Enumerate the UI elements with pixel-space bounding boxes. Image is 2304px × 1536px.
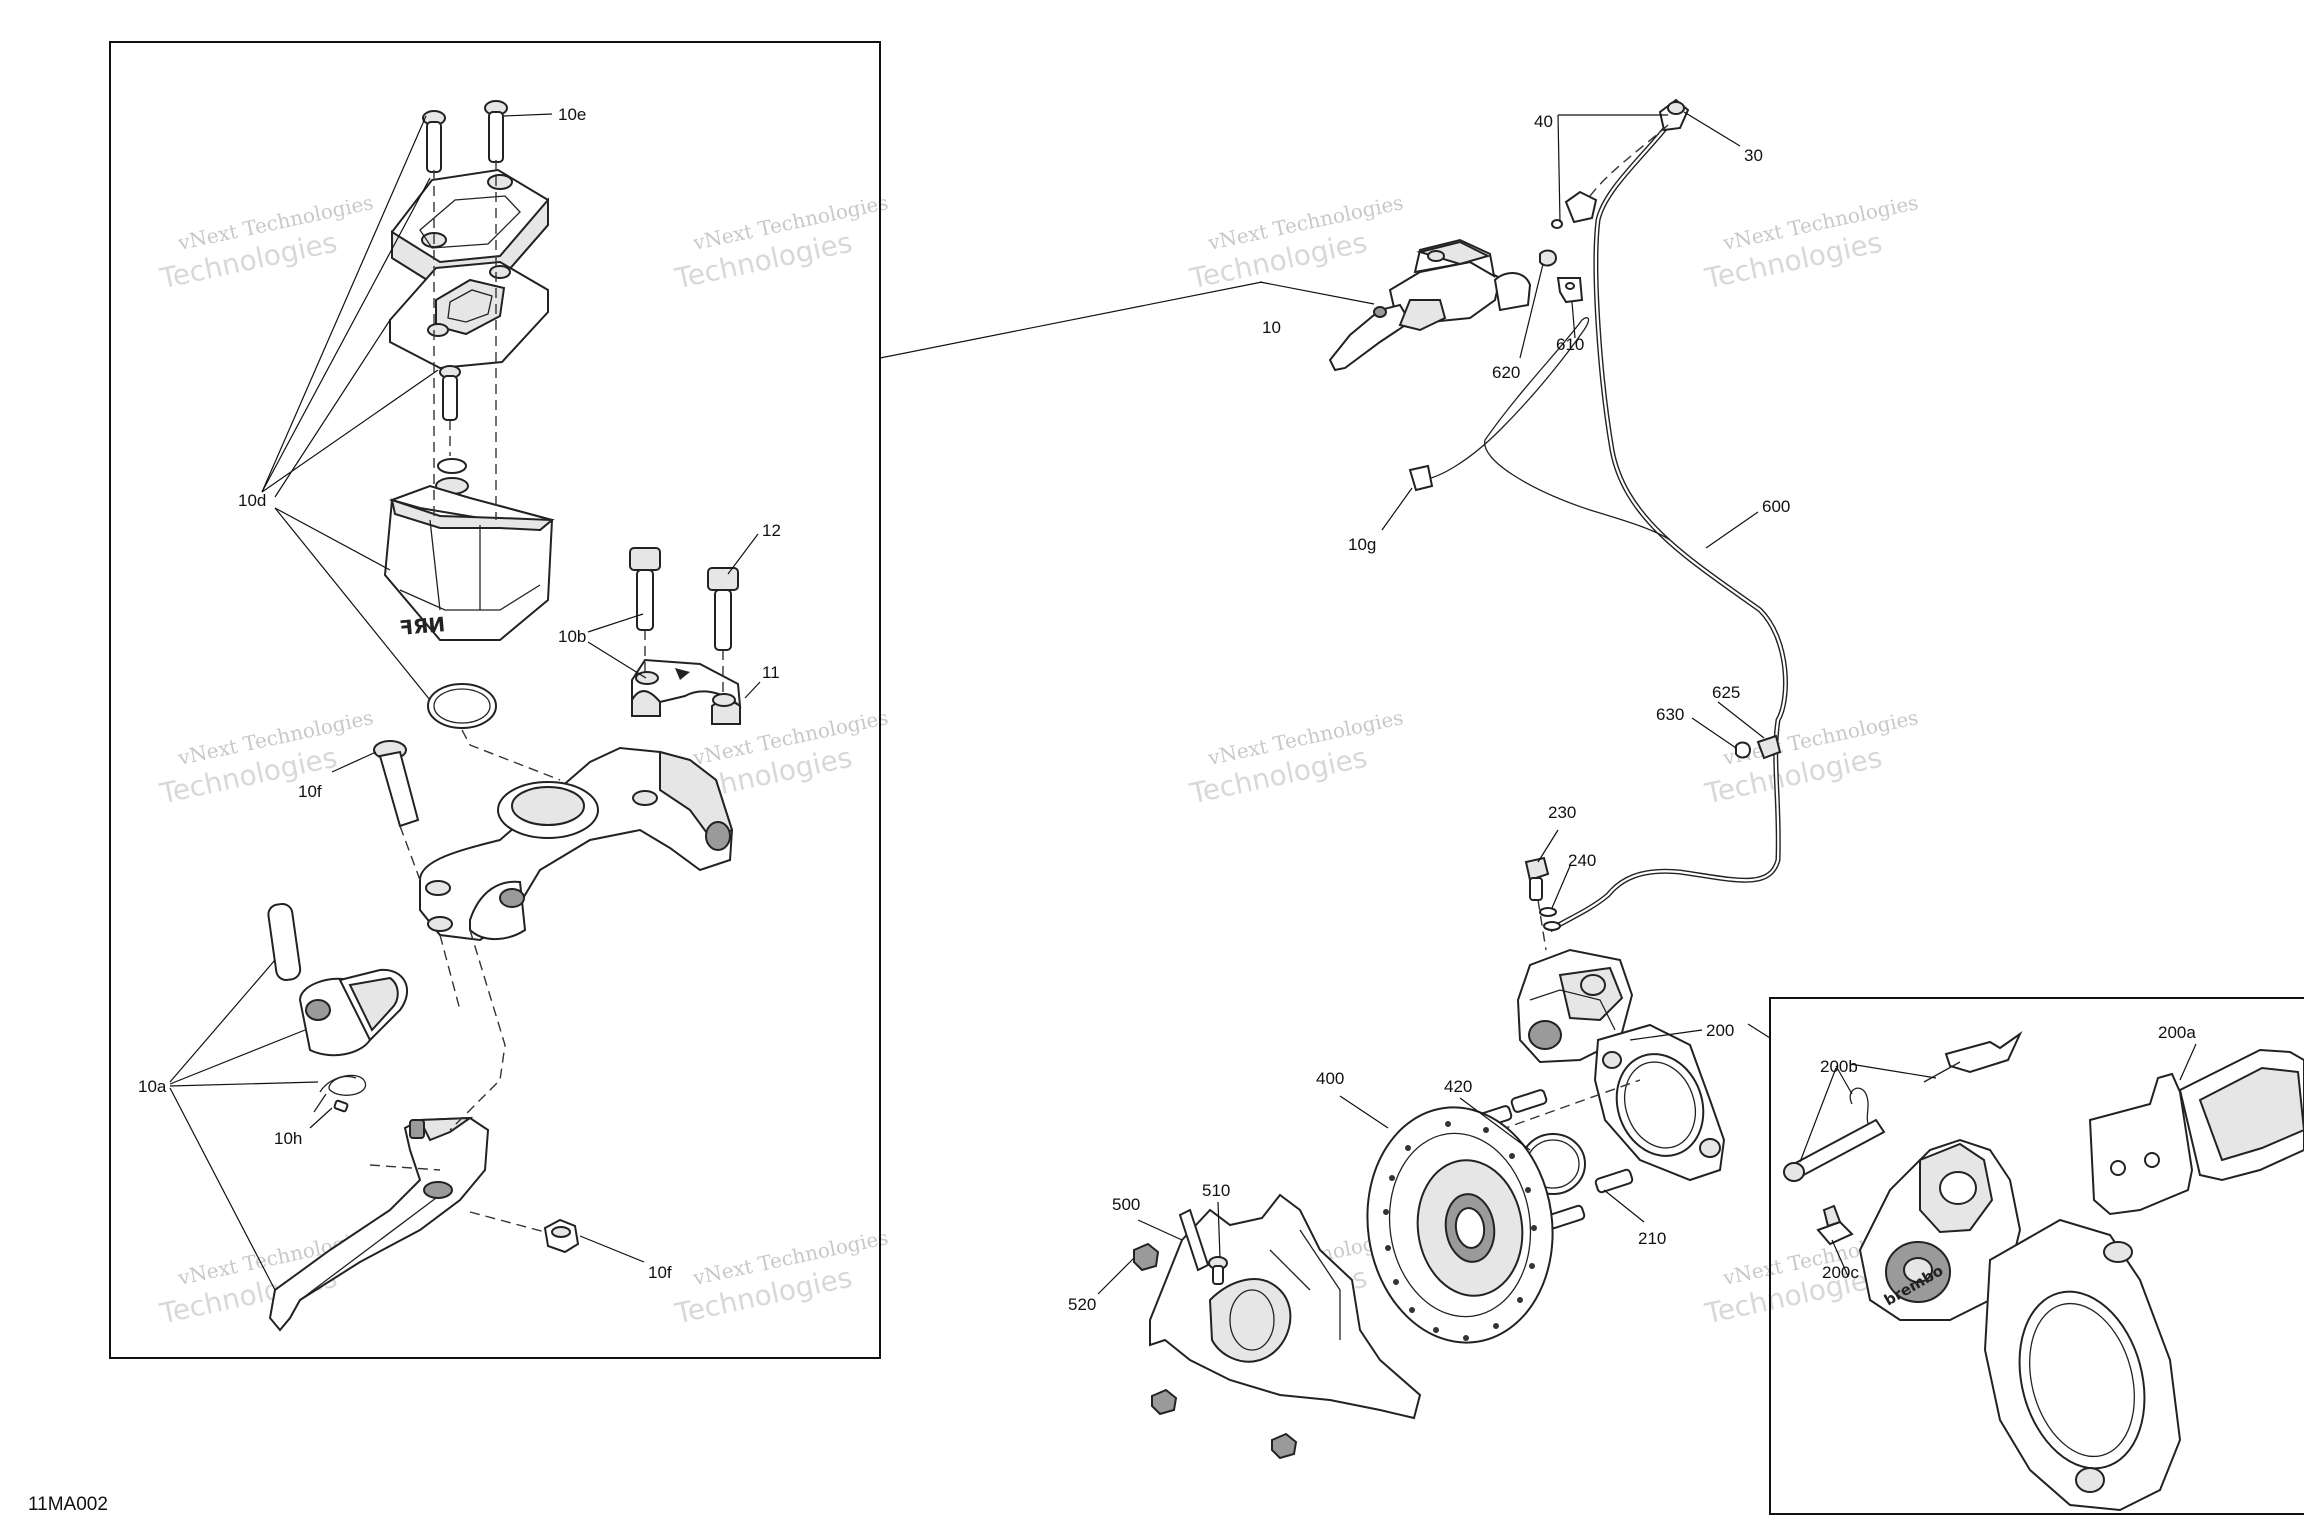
bleeder-valve bbox=[1816, 1204, 1854, 1246]
main-leader-lines bbox=[1097, 111, 1765, 1295]
callout-500: 500 bbox=[1112, 1195, 1140, 1214]
lever-pivot-pin bbox=[373, 740, 420, 828]
callout-200b: 200b bbox=[1820, 1057, 1858, 1076]
callout-400: 400 bbox=[1316, 1069, 1344, 1088]
callout-10e: 10e bbox=[558, 105, 586, 124]
reservoir-mount-screw bbox=[435, 365, 469, 495]
callout-420: 420 bbox=[1444, 1077, 1472, 1096]
handlebar-clamp bbox=[631, 658, 742, 725]
callout-11: 11 bbox=[762, 663, 780, 682]
brake-lever bbox=[268, 1116, 490, 1332]
callout-200c: 200c bbox=[1822, 1263, 1859, 1282]
hose-clip-625 bbox=[1756, 734, 1782, 760]
banjo-washer-lower bbox=[1543, 921, 1561, 931]
reservoir-o-ring bbox=[427, 683, 497, 729]
callout-40: 40 bbox=[1534, 112, 1553, 131]
hose-master-fitting bbox=[1551, 190, 1598, 229]
lever-spring bbox=[313, 1074, 366, 1113]
callout-510: 510 bbox=[1202, 1181, 1230, 1200]
detail-connector-line bbox=[879, 281, 1263, 359]
guard-screw bbox=[1208, 1256, 1228, 1285]
callout-620: 620 bbox=[1492, 363, 1520, 382]
caliper-detail-body: brembo bbox=[1858, 1138, 2022, 1321]
pad-spring-clip bbox=[1923, 1031, 2023, 1083]
caliper-banjo-bolt bbox=[1524, 856, 1550, 901]
caliper-detail-bracket bbox=[1983, 1218, 2182, 1512]
callout-600: 600 bbox=[1762, 497, 1790, 516]
callout-610: 610 bbox=[1556, 335, 1584, 354]
lever-pivot-nut bbox=[543, 1218, 580, 1254]
banjo-axis-line bbox=[1537, 899, 1547, 951]
disc-guard bbox=[1149, 1193, 1422, 1420]
callout-240: 240 bbox=[1568, 851, 1596, 870]
fluid-reservoir: ꟻЯИ bbox=[383, 484, 555, 641]
reservoir-cap-screw-right bbox=[484, 100, 508, 163]
pad-retaining-clip bbox=[1849, 1087, 1873, 1131]
caliper-detail-connector bbox=[1747, 1023, 1771, 1039]
diagram-id: 11MA002 bbox=[28, 1494, 108, 1515]
hose-banjo-fitting bbox=[1658, 98, 1690, 132]
reservoir-logo: ꟻЯИ bbox=[398, 612, 446, 640]
caliper-detail-frame bbox=[1769, 997, 2304, 1515]
callout-10f-bottom: 10f bbox=[648, 1263, 672, 1282]
caliper-bracket bbox=[1593, 1023, 1726, 1182]
callout-10d: 10d bbox=[238, 491, 266, 510]
hose-axis-line bbox=[1589, 124, 1669, 197]
left-leader-lines bbox=[169, 113, 761, 1291]
hose-clip-620 bbox=[1539, 249, 1558, 267]
reservoir-o-ring-inner bbox=[433, 688, 491, 724]
reservoir-cover bbox=[391, 168, 549, 290]
callout-210: 210 bbox=[1638, 1229, 1666, 1248]
guard-nut-bottom bbox=[1271, 1432, 1298, 1460]
master-cylinder-detail-frame bbox=[109, 41, 881, 1359]
master-cylinder-assembly bbox=[1328, 238, 1532, 372]
brake-caliper bbox=[1516, 948, 1634, 1064]
caliper-axis-line bbox=[1499, 1079, 1641, 1131]
brake-pad-right bbox=[2178, 1048, 2304, 1182]
guard-nut-mid bbox=[1151, 1388, 1178, 1416]
callout-10g: 10g bbox=[1348, 535, 1376, 554]
callout-625: 625 bbox=[1712, 683, 1740, 702]
callout-10b: 10b bbox=[558, 627, 586, 646]
brake-disc bbox=[1366, 1106, 1554, 1344]
caliper-detail-leaders bbox=[1799, 1043, 2197, 1277]
callout-200: 200 bbox=[1706, 1021, 1734, 1040]
guard-nut-top bbox=[1133, 1242, 1160, 1272]
lever-adjuster-knob bbox=[267, 902, 409, 1057]
hose-clip-630 bbox=[1735, 741, 1752, 759]
brake-hose bbox=[1548, 123, 1788, 933]
pad-pin bbox=[1783, 1118, 1886, 1182]
banjo-washer bbox=[1539, 907, 1557, 917]
assembly-axis-lines bbox=[369, 160, 724, 1233]
callout-30: 30 bbox=[1744, 146, 1763, 165]
callout-230: 230 bbox=[1548, 803, 1576, 822]
callout-10h: 10h bbox=[274, 1129, 302, 1148]
callout-10: 10 bbox=[1262, 318, 1281, 337]
lever-bushing bbox=[333, 1099, 349, 1113]
callout-10f-top: 10f bbox=[298, 782, 322, 801]
callout-630: 630 bbox=[1656, 705, 1684, 724]
master-cylinder-body bbox=[419, 746, 734, 942]
callout-200a: 200a bbox=[2158, 1023, 2196, 1042]
brake-switch-wire bbox=[1408, 317, 1671, 541]
brake-pad-left bbox=[2088, 1072, 2194, 1216]
reservoir-cap-screw-left bbox=[422, 110, 446, 173]
reservoir-diaphragm bbox=[389, 260, 549, 370]
callout-520: 520 bbox=[1068, 1295, 1096, 1314]
clamp-bolt-right bbox=[707, 567, 739, 651]
clamp-bolt-left bbox=[629, 547, 661, 631]
callout-12: 12 bbox=[762, 521, 781, 540]
hose-bracket-610 bbox=[1556, 277, 1584, 304]
callout-10a: 10a bbox=[138, 1077, 167, 1096]
